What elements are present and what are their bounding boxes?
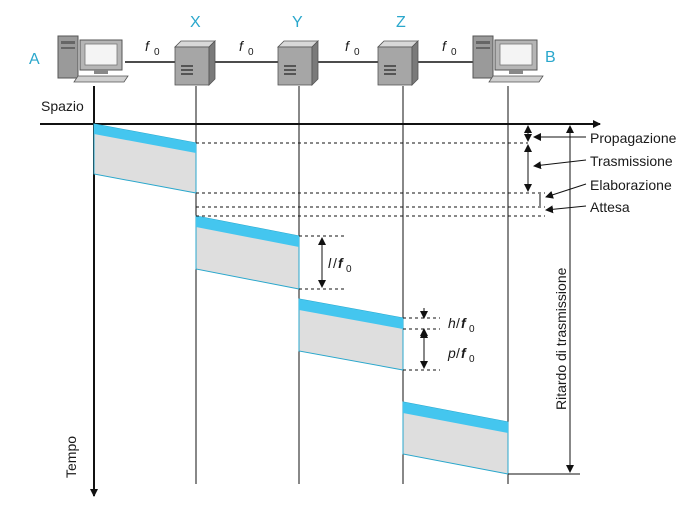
- link-label-ax: f 0: [145, 38, 160, 58]
- l-over-f0-label: l / f 0: [328, 255, 352, 275]
- h-over-f0-label: h / f 0: [448, 315, 475, 335]
- svg-text:h: h: [448, 315, 456, 331]
- router-icon: [277, 40, 319, 86]
- svg-text:l: l: [328, 255, 332, 271]
- dashed-guides: [196, 142, 545, 371]
- node-label-z: Z: [396, 14, 406, 31]
- svg-text:f: f: [442, 38, 448, 54]
- processing-label: Elaborazione: [590, 177, 672, 193]
- svg-text:p: p: [447, 345, 456, 361]
- time-axis-label: Tempo: [63, 436, 79, 478]
- svg-text:0: 0: [248, 47, 254, 58]
- node-label-b: B: [545, 49, 556, 66]
- transmission-label: Trasmissione: [590, 153, 673, 169]
- svg-text:0: 0: [469, 324, 475, 335]
- svg-text:f: f: [145, 38, 151, 54]
- svg-text:0: 0: [354, 47, 360, 58]
- svg-text:/: /: [456, 315, 460, 331]
- space-axis-label: Spazio: [41, 98, 84, 114]
- packet-z-b: [402, 401, 509, 475]
- svg-text:f: f: [461, 345, 467, 361]
- svg-text:f: f: [239, 38, 245, 54]
- node-label-a: A: [29, 51, 40, 68]
- svg-text:f: f: [461, 315, 467, 331]
- router-icon: [377, 40, 419, 86]
- packet-x-y: [195, 215, 300, 290]
- svg-text:0: 0: [451, 47, 457, 58]
- propagation-label: Propagazione: [590, 130, 677, 146]
- node-label-x: X: [190, 14, 201, 31]
- computer-icon: [472, 35, 544, 83]
- p-over-f0-label: p / f 0: [447, 345, 475, 365]
- annotation-arrows: [533, 133, 587, 214]
- packet-y-z: [298, 298, 404, 371]
- total-delay-label: Ritardo di trasmissione: [553, 267, 569, 410]
- svg-text:/: /: [456, 345, 460, 361]
- delay-brackets: [508, 125, 580, 475]
- packet-a-x: [93, 123, 197, 194]
- waiting-label: Attesa: [590, 199, 630, 215]
- svg-text:f: f: [338, 255, 344, 271]
- svg-text:0: 0: [469, 354, 475, 365]
- svg-text:0: 0: [346, 264, 352, 275]
- computer-icon: [57, 35, 129, 83]
- svg-text:0: 0: [154, 47, 160, 58]
- link-label-xy: f 0: [239, 38, 254, 58]
- link-label-zb: f 0: [442, 38, 457, 58]
- svg-text:/: /: [333, 255, 337, 271]
- svg-text:f: f: [345, 38, 351, 54]
- link-label-yz: f 0: [345, 38, 360, 58]
- router-icon: [174, 40, 216, 86]
- node-label-y: Y: [292, 14, 303, 31]
